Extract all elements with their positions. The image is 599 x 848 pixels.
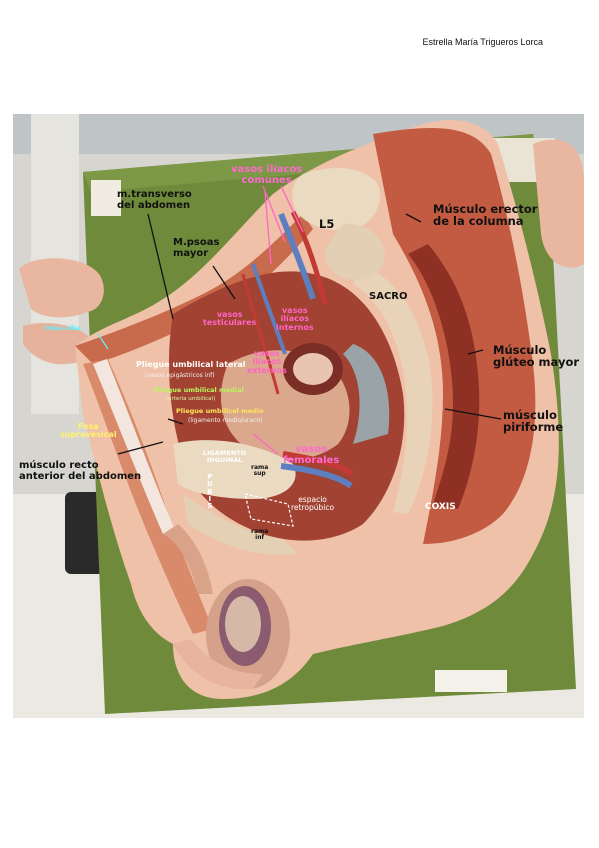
- label-ligamento-inguinal: LIGAMENTO INGUINAL: [203, 449, 247, 464]
- label-vasos-femorales: vasos femorales: [283, 444, 340, 466]
- label-rama-inf: rama inf: [251, 528, 269, 542]
- label-vasos-iliacos-comunes: vasos ilíacos comunes: [231, 164, 303, 186]
- label-pliegue-medio-sub: (ligamento medio/uraco): [188, 417, 263, 424]
- label-vasos-iliacos-internos: vasos ilíacos internos: [276, 306, 314, 332]
- label-pubis: P U B I S: [207, 473, 213, 511]
- label-piriforme: músculo piriforme: [503, 408, 564, 435]
- label-espacio-retropubico: espacio retropúbico: [291, 495, 335, 512]
- author-name: Estrella María Trigueros Lorca: [422, 37, 543, 47]
- label-vasos-testiculares: vasos testiculares: [203, 310, 257, 328]
- label-pliegue-medial-sub: (arteria umbilical): [166, 396, 216, 402]
- pelvis-model-illustration: [13, 114, 584, 718]
- label-pliegue-lateral: Pliegue umbilical lateral: [136, 360, 246, 369]
- label-linea-alba: línea alba: [45, 324, 81, 332]
- label-erector-columna: Músculo erector de la columna: [433, 202, 538, 229]
- label-gluteo-mayor: Músculo glúteo mayor: [493, 343, 580, 370]
- label-pliegue-medial: Pliegue umbilical medial: [154, 386, 244, 394]
- label-musculo-recto: músculo recto anterior del abdomen: [19, 460, 142, 482]
- label-rama-sup: rama sup: [251, 464, 269, 478]
- label-pliegue-lateral-sub: (vasos epigástricos inf): [145, 372, 215, 379]
- label-psoas-mayor: M.psoas mayor: [173, 237, 220, 259]
- label-sacro: SACRO: [369, 291, 408, 302]
- label-fosa-supravesical: Fosa supravesical: [60, 422, 117, 440]
- pelvis-model-photo: m.transverso del abdomen vasos ilíacos c…: [13, 114, 584, 718]
- label-transverso: m.transverso del abdomen: [117, 189, 192, 211]
- label-l5: L5: [319, 217, 335, 231]
- label-vasos-iliacos-externos: vasos ilíacos externos: [247, 349, 287, 375]
- label-coxis: COXIS: [425, 502, 456, 512]
- label-pliegue-medio: Pliegue umbilical medio: [176, 407, 264, 415]
